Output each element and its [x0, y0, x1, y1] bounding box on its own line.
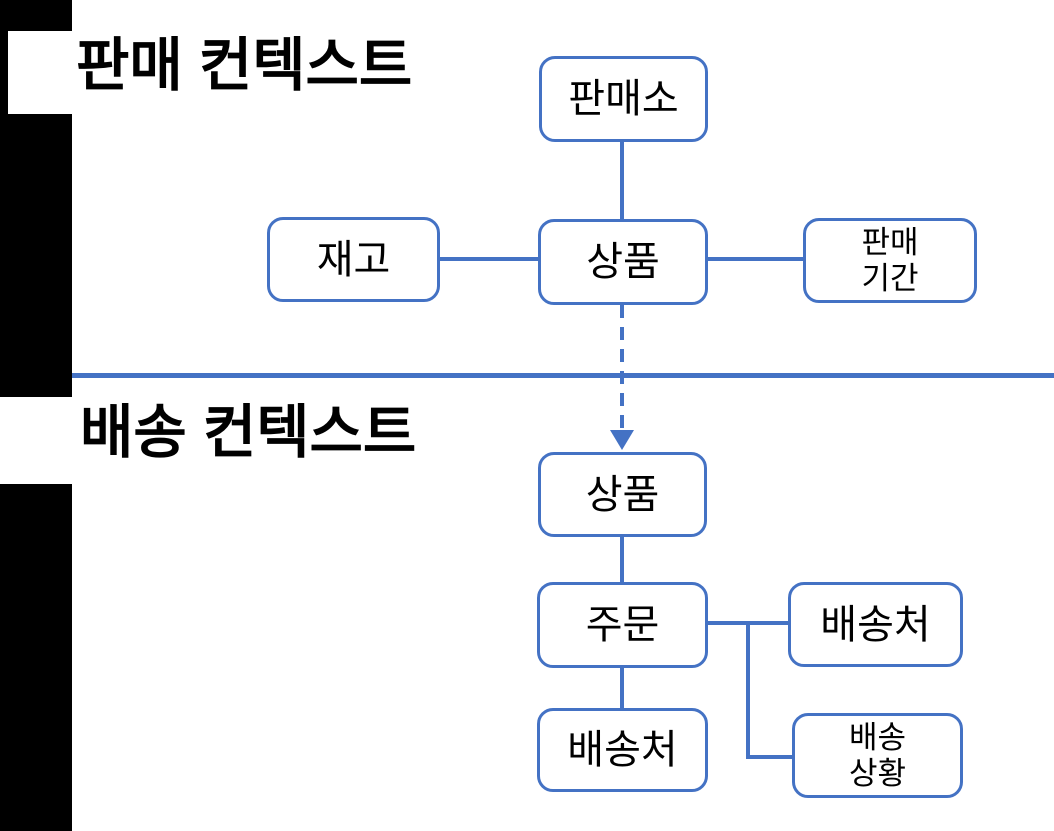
- box-delivery-destination-bottom-label: 배송처: [567, 728, 678, 772]
- left-black-bar-strip: [0, 31, 8, 114]
- connector-order-status-vertical: [746, 621, 750, 759]
- left-black-bar-top: [0, 0, 72, 31]
- delivery-context-title: 배송 컨텍스트: [80, 400, 417, 465]
- box-sales-period-label: 판매 기간: [861, 224, 919, 296]
- box-sales-store: 판매소: [539, 56, 708, 142]
- dashed-arrow-product-mapping-line: [620, 305, 624, 432]
- box-sales-store-label: 판매소: [568, 77, 679, 121]
- box-delivery-destination-right-label: 배송처: [820, 602, 931, 647]
- box-sales-product-label: 상품: [586, 240, 660, 284]
- box-delivery-order-label: 주문: [585, 603, 660, 647]
- connector-product-order: [620, 537, 624, 582]
- sales-context-title: 판매 컨텍스트: [76, 33, 413, 98]
- arrow-down-icon: [610, 430, 634, 450]
- box-sales-period: 판매 기간: [803, 218, 977, 303]
- connector-order-status-horizontal: [746, 755, 792, 759]
- box-delivery-order: 주문: [537, 582, 708, 668]
- connector-store-product: [620, 142, 624, 219]
- box-delivery-product-label: 상품: [585, 472, 660, 517]
- box-delivery-destination-right: 배송처: [788, 582, 963, 667]
- left-black-bar-middle: [0, 114, 72, 397]
- connector-inventory-product: [440, 257, 538, 261]
- left-black-bar-bottom: [0, 484, 72, 831]
- connector-order-destination-bottom: [620, 668, 624, 708]
- connector-product-period: [708, 257, 803, 261]
- box-delivery-product: 상품: [538, 452, 707, 537]
- box-sales-product: 상품: [538, 219, 708, 305]
- box-sales-inventory: 재고: [267, 217, 440, 302]
- box-delivery-status: 배송 상황: [792, 713, 963, 798]
- box-delivery-status-label: 배송 상황: [848, 719, 907, 791]
- box-sales-inventory-label: 재고: [316, 237, 391, 282]
- box-delivery-destination-bottom: 배송처: [537, 708, 708, 792]
- context-divider-line: [72, 373, 1054, 378]
